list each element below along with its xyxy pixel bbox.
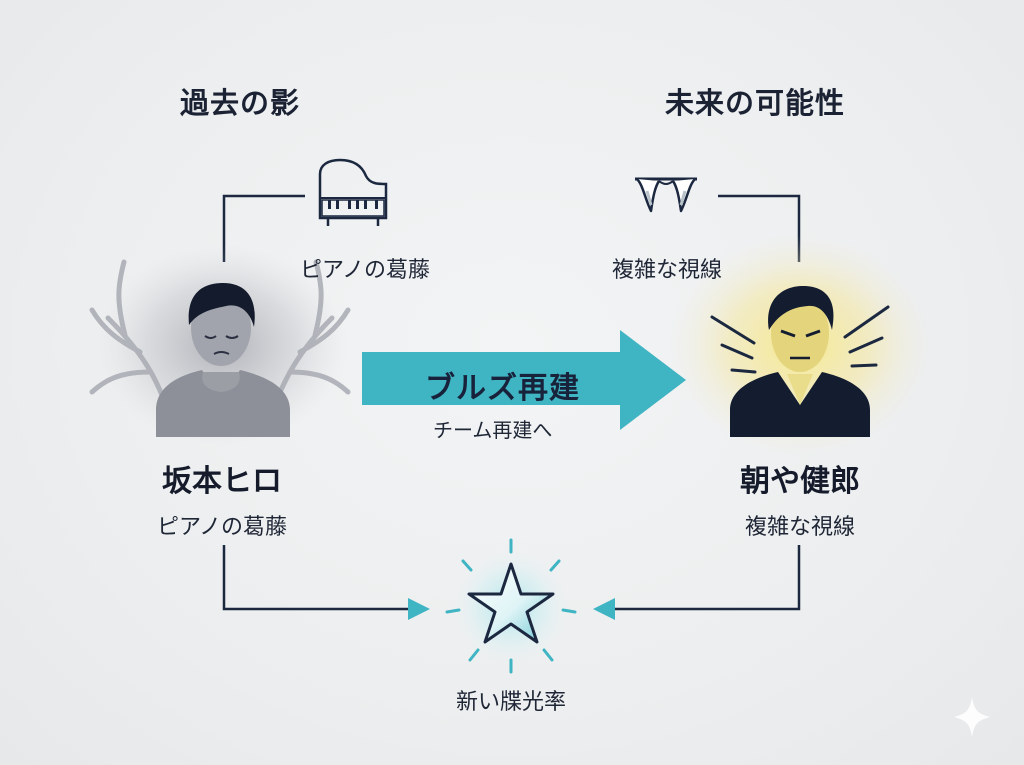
left-person-description: ピアノの葛藤 — [156, 515, 288, 540]
right-person-avatar — [730, 286, 870, 437]
star-icon — [467, 562, 555, 644]
star-rays — [445, 538, 577, 674]
piano-caption: ピアノの葛藤 — [299, 258, 431, 283]
left-bottom-connector — [222, 545, 408, 611]
fangs-caption: 複雑な視線 — [611, 258, 722, 283]
left-top-connector — [222, 194, 305, 262]
piano-icon — [318, 158, 388, 226]
center-arrow-shape — [362, 330, 686, 430]
center-arrow-sublabel: チーム再建へ — [433, 418, 553, 442]
tree-branches — [89, 259, 351, 423]
bottom-node-label: 新い牒光率 — [455, 690, 566, 715]
emphasis-lines — [710, 305, 890, 374]
right-heading: 未来の可能性 — [665, 86, 846, 120]
right-bottom-arrowhead — [593, 598, 615, 620]
left-heading: 過去の影 — [180, 86, 301, 120]
right-person-description: 複雑な視線 — [744, 515, 855, 540]
right-bottom-connector — [615, 545, 801, 611]
left-person-name: 坂本ヒロ — [162, 464, 282, 499]
left-bottom-arrowhead — [408, 598, 430, 620]
right-person-name: 朝や健郎 — [740, 464, 860, 499]
center-arrow-label: ブルズ再建 — [425, 371, 580, 406]
sparkle-icon — [954, 697, 990, 737]
fangs-icon — [635, 177, 697, 213]
left-person-avatar — [156, 283, 290, 437]
